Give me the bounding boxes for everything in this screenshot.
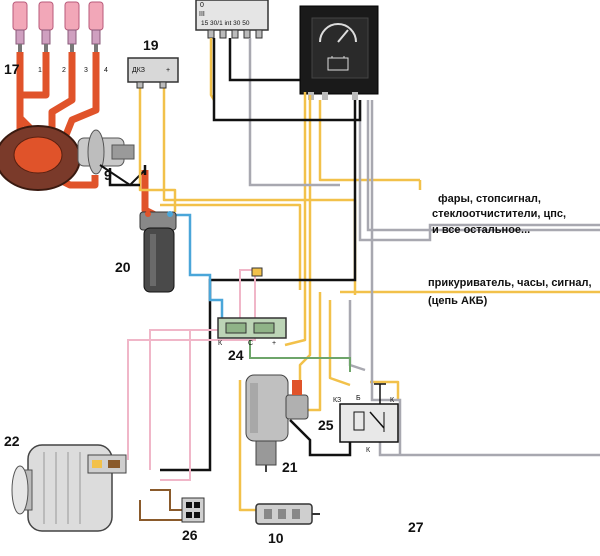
label-26: 26	[182, 527, 198, 543]
label-27: 27	[408, 519, 424, 535]
inline-connector	[251, 267, 263, 277]
blue-wire	[168, 213, 224, 335]
relay-terminal-b: Б	[356, 395, 361, 402]
ignition-switch: 0 III 15 30/1 int 30 50	[195, 0, 269, 39]
starter-relay: КЗ Б К К	[333, 383, 399, 454]
alternator	[11, 444, 127, 532]
regulator-terminal-k: К	[218, 340, 223, 347]
spark-plug-4	[88, 1, 104, 52]
label-20: 20	[115, 259, 131, 275]
distributor	[0, 125, 146, 191]
instrument-panel	[299, 5, 379, 100]
relay-terminal-kz: КЗ	[333, 397, 341, 404]
spark-plugs: 1 2 3 4	[12, 1, 108, 74]
spark-plug-3	[64, 1, 80, 52]
fuse-block	[255, 503, 320, 525]
ignition-top-mark: 0	[200, 2, 204, 9]
resistor-terminal-plus: +	[166, 67, 170, 74]
spark-plug-1	[12, 1, 28, 52]
note-loads-line-3: и все остальное...	[432, 224, 530, 236]
label-21: 21	[282, 459, 298, 475]
label-24: 24	[228, 347, 244, 363]
gray-wires	[248, 38, 600, 457]
plug-number-4: 4	[104, 67, 108, 74]
ignition-coil	[139, 211, 177, 293]
note-aux-line-2: (цепь АКБ)	[428, 295, 488, 307]
plug-number-3: 3	[84, 67, 88, 74]
label-25: 25	[318, 417, 334, 433]
brown-wires	[139, 489, 185, 521]
relay-terminal-k-bottom: К	[366, 447, 371, 454]
label-9: 9	[104, 167, 112, 183]
pink-wires	[127, 269, 262, 481]
plug-number-1: 1	[38, 67, 42, 74]
spark-plug-2	[38, 1, 54, 52]
ignition-terminals: 15 30/1 int 30 50	[201, 20, 250, 27]
connector-block	[181, 497, 205, 523]
coil-resistor: ДКЗ +	[127, 57, 179, 89]
resistor-terminal-minus: ДКЗ	[132, 67, 145, 74]
relay-terminal-k: К	[390, 397, 395, 404]
label-19: 19	[143, 37, 159, 53]
label-17: 17	[4, 61, 20, 77]
regulator-terminal-c: С	[248, 340, 253, 347]
plug-number-2: 2	[62, 67, 66, 74]
label-10: 10	[268, 530, 284, 546]
ignition-side-mark: III	[199, 11, 205, 18]
starter-motor	[245, 374, 309, 472]
voltage-regulator: К С +	[217, 317, 287, 347]
label-22: 22	[4, 433, 20, 449]
note-loads-line-2: стеклоотчистители, цпс,	[432, 208, 566, 220]
regulator-terminal-plus: +	[272, 340, 276, 347]
note-loads-line-1: фары, стопсигнал,	[438, 193, 541, 205]
green-wires	[249, 340, 351, 372]
note-aux-line-1: прикуриватель, часы, сигнал,	[428, 277, 592, 289]
